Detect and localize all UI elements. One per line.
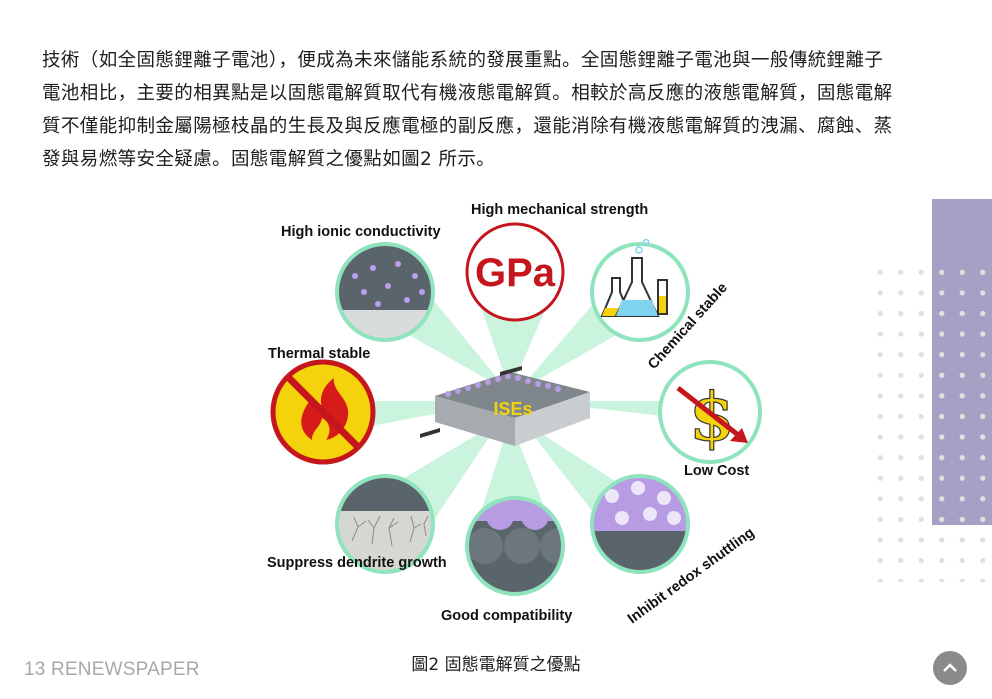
decorative-dot-grid: [870, 262, 992, 582]
back-to-top-button[interactable]: [933, 651, 967, 685]
dollar-down-icon: $: [658, 360, 762, 464]
compatibility-icon: [465, 496, 565, 596]
label-dendrite: Suppress dendrite growth: [267, 555, 447, 571]
center-label: ISEs: [493, 399, 532, 419]
ise-advantages-figure: GPa $: [260, 196, 770, 636]
fire-prohibited-icon: [270, 359, 376, 465]
ionic-conductivity-icon: [335, 242, 435, 342]
paragraph-line: 技術（如全固態鋰離子電池），便成為未來儲能系統的發展重點。全固態鋰離子電池與一般…: [42, 50, 884, 71]
paragraph-line: 質不僅能抑制金屬陽極枝晶的生長及與反應電極的副反應，還能消除有機液態電解質的洩漏…: [42, 116, 893, 137]
chevron-up-icon: [943, 663, 957, 672]
gpa-text: GPa: [475, 251, 556, 295]
ise-slab: ISEs: [420, 366, 590, 446]
label-low-cost: Low Cost: [684, 463, 749, 479]
body-paragraph: 技術（如全固態鋰離子電池），便成為未來儲能系統的發展重點。全固態鋰離子電池與一般…: [42, 44, 954, 176]
figure-caption: 圖2 固態電解質之優點: [411, 655, 581, 675]
label-compatibility: Good compatibility: [441, 608, 572, 624]
flask-icon: [590, 238, 690, 342]
label-thermal: Thermal stable: [268, 346, 370, 362]
paragraph-line: 發與易燃等安全疑慮。固態電解質之優點如圖2 所示。: [42, 149, 496, 170]
label-mechanical: High mechanical strength: [471, 202, 648, 218]
page-footer-label: 13 RENEWSPAPER: [24, 659, 200, 680]
paragraph-line: 電池相比，主要的相異點是以固態電解質取代有機液態電解質。相較於高反應的液態電解質…: [42, 83, 893, 104]
label-high-ionic: High ionic conductivity: [281, 224, 441, 240]
gpa-icon: GPa: [465, 222, 565, 322]
